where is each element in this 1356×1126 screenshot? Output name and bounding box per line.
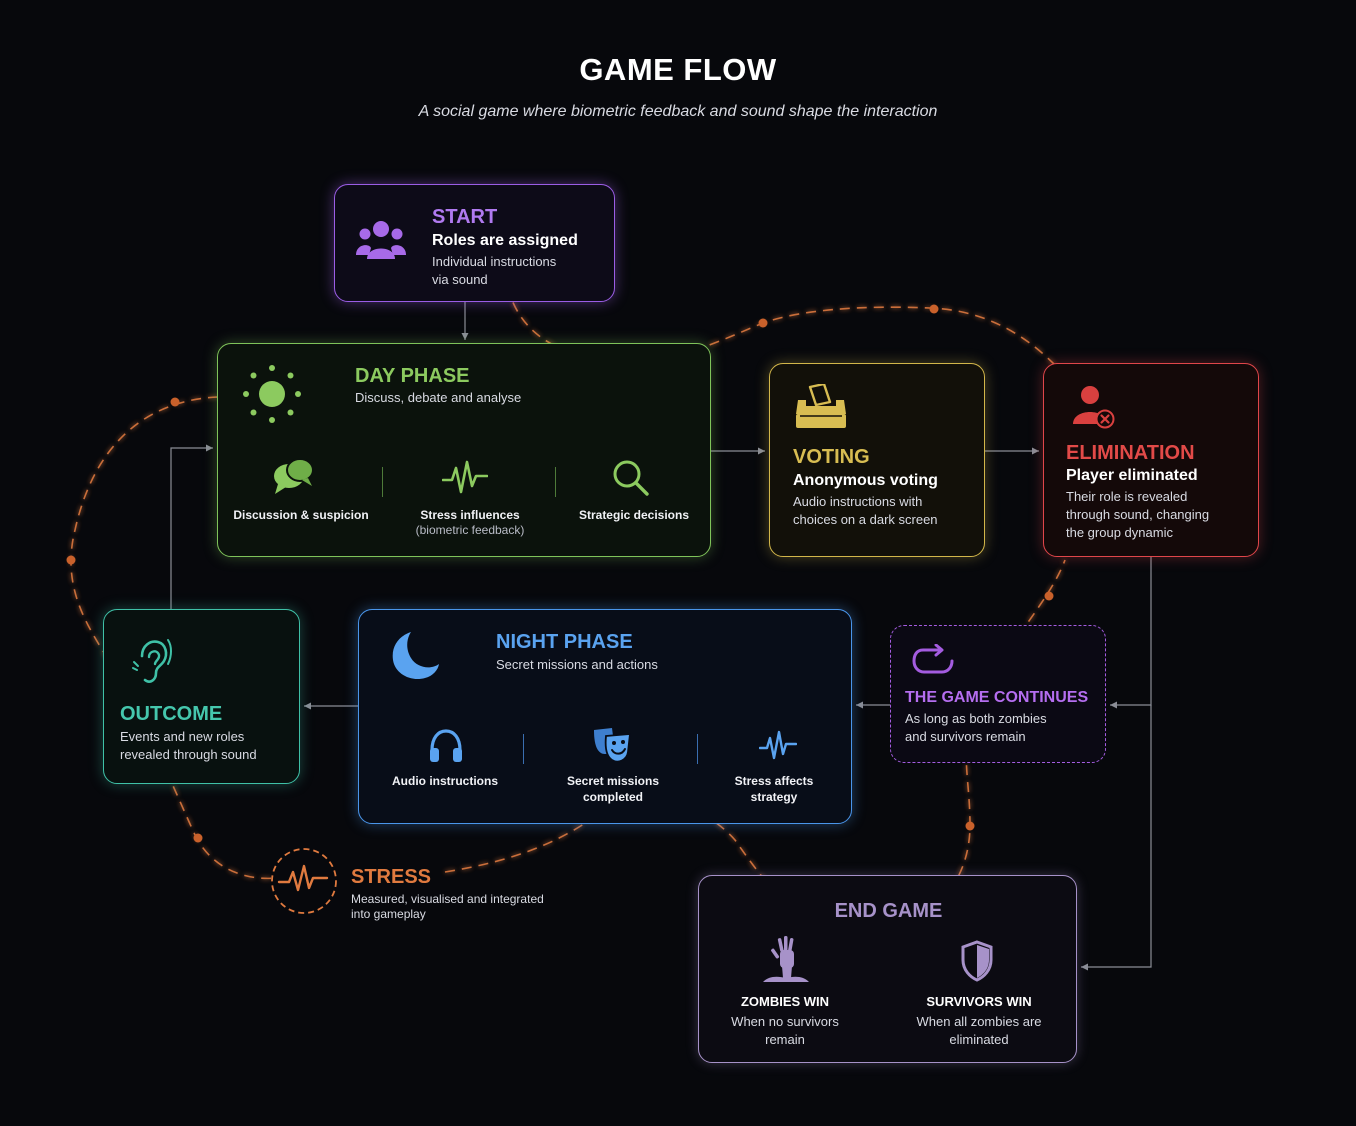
- night-item-stress-line1: Stress affects: [734, 774, 814, 788]
- day-phase-node: DAY PHASE Discuss, debate and analyse Di…: [217, 343, 711, 557]
- survivors-win-line1: When all zombies are: [916, 1014, 1042, 1029]
- shield-icon: [961, 940, 993, 982]
- day-item-strategic: Strategic decisions: [578, 508, 690, 522]
- page-subtitle: A social game where biometric feedback a…: [418, 103, 938, 120]
- start-desc-line2: via sound: [432, 272, 488, 287]
- night-item-missions-line2: completed: [582, 790, 643, 804]
- ear-icon: [132, 639, 172, 683]
- stress-title: STRESS: [351, 866, 432, 888]
- zombies-win-line2: remain: [765, 1032, 805, 1047]
- day-item-discussion: Discussion & suspicion: [233, 508, 369, 522]
- voting-desc-line1: Audio instructions with: [793, 494, 923, 509]
- end-title: END GAME: [834, 900, 943, 922]
- zombies-win-title: ZOMBIES WIN: [740, 994, 830, 1009]
- outcome-desc-line1: Events and new roles: [120, 729, 245, 744]
- outcome-node: OUTCOME Events and new roles revealed th…: [103, 609, 300, 784]
- day-separator-2: [555, 467, 556, 497]
- headphones-icon: [430, 729, 462, 762]
- stress-loop-dots: [66, 304, 1054, 843]
- night-item-missions-line1: Secret missions: [566, 774, 660, 788]
- start-title: START: [432, 206, 498, 228]
- day-separator-1: [382, 467, 383, 497]
- day-desc: Discuss, debate and analyse: [355, 390, 522, 405]
- start-node: START Roles are assigned Individual inst…: [334, 184, 615, 302]
- day-item-stress-note: (biometric feedback): [415, 523, 525, 537]
- continues-title: THE GAME CONTINUES: [905, 689, 1089, 706]
- moon-icon: [392, 632, 439, 680]
- night-desc: Secret missions and actions: [496, 657, 658, 672]
- ballot-box-icon: [796, 384, 846, 428]
- outcome-desc-line2: revealed through sound: [120, 747, 257, 762]
- voting-title: VOTING: [793, 446, 870, 468]
- start-desc-line1: Individual instructions: [432, 254, 557, 269]
- elimination-subtitle: Player eliminated: [1066, 467, 1198, 484]
- elimination-desc-line1: Their role is revealed: [1066, 489, 1188, 504]
- elimination-node: ELIMINATION Player eliminated Their role…: [1043, 363, 1259, 557]
- day-title: DAY PHASE: [355, 365, 470, 387]
- voting-desc-line2: choices on a dark screen: [793, 512, 938, 527]
- stress-desc-line2: into gameplay: [351, 907, 426, 921]
- loop-arrow-icon: [912, 644, 954, 674]
- pulse-circle-icon: [271, 848, 337, 914]
- night-separator-2: [697, 734, 698, 764]
- night-item-audio: Audio instructions: [392, 774, 498, 788]
- night-item-stress-line2: strategy: [750, 790, 798, 804]
- game-continues-node: THE GAME CONTINUES As long as both zombi…: [890, 625, 1106, 763]
- pulse-icon: [759, 730, 797, 760]
- outcome-title: OUTCOME: [120, 703, 223, 725]
- page-title: GAME FLOW: [579, 52, 777, 87]
- voting-node: VOTING Anonymous voting Audio instructio…: [769, 363, 985, 557]
- survivors-win-line2: eliminated: [949, 1032, 1009, 1047]
- elimination-desc-line3: the group dynamic: [1066, 525, 1173, 540]
- night-separator-1: [523, 734, 524, 764]
- survivors-win-title: SURVIVORS WIN: [926, 994, 1032, 1009]
- users-icon: [356, 221, 406, 259]
- stress-desc-line1: Measured, visualised and integrated: [351, 892, 544, 906]
- zombies-win-line1: When no survivors: [731, 1014, 839, 1029]
- masks-icon: [594, 728, 632, 763]
- user-removed-icon: [1073, 386, 1115, 429]
- end-game-node: END GAME ZOMBIES WIN When no survivors r…: [698, 875, 1077, 1063]
- night-title: NIGHT PHASE: [496, 631, 633, 653]
- continues-desc-line2: and survivors remain: [905, 729, 1026, 744]
- search-icon: [613, 460, 649, 496]
- voting-subtitle: Anonymous voting: [793, 472, 938, 489]
- night-phase-node: NIGHT PHASE Secret missions and actions …: [358, 609, 852, 824]
- sun-icon: [243, 365, 301, 423]
- continues-desc-line1: As long as both zombies: [905, 711, 1047, 726]
- elimination-title: ELIMINATION: [1066, 442, 1195, 464]
- pulse-icon: [442, 460, 488, 494]
- start-subtitle: Roles are assigned: [432, 232, 578, 249]
- chat-bubbles-icon: [274, 458, 314, 494]
- day-item-stress: Stress influences: [420, 508, 520, 522]
- zombie-hand-icon: [763, 936, 809, 982]
- elimination-desc-line2: through sound, changing: [1066, 507, 1210, 522]
- flow-arrows: [170, 302, 1152, 971]
